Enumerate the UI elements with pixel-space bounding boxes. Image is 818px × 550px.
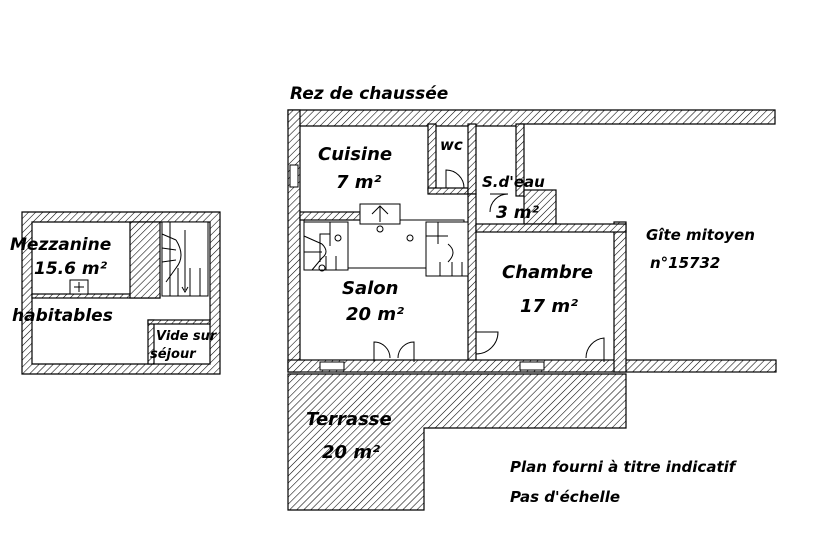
- mezzanine-label: Mezzanine: [10, 235, 111, 255]
- stair-arrow-mezzanine: [181, 230, 189, 293]
- chambre-top-wall: [475, 223, 627, 233]
- mezzanine-partition-side: [129, 221, 161, 299]
- cuisine-bottom-right: [427, 187, 469, 195]
- mezzanine-plan: [21, 211, 221, 375]
- neighbor-line2: n°15732: [650, 254, 720, 272]
- terrasse-area: [287, 373, 627, 511]
- stair-arrow-salon: [319, 233, 330, 262]
- sdeau-right-wall: [515, 123, 525, 197]
- terrasse-area-label: 20 m²: [322, 442, 380, 463]
- chambre-exterior-door: [585, 337, 605, 362]
- salon-french-doors: [373, 341, 415, 362]
- bottom-right-wall: [619, 359, 777, 373]
- sdeau-label: S.d'eau: [482, 173, 545, 191]
- sdeau-door: [489, 193, 509, 213]
- salon-window: [319, 361, 345, 371]
- mezzanine-stair-steps: [161, 222, 201, 296]
- chambre-right-wall: [613, 221, 627, 373]
- ground-floor-plan: [287, 109, 777, 373]
- chambre-label: Chambre: [502, 262, 593, 283]
- sdeau-area: 3 m²: [496, 203, 539, 223]
- salon-stair-steps: [303, 222, 337, 271]
- mezzanine-note: habitables: [12, 306, 113, 326]
- terrasse-label: Terrasse: [306, 409, 392, 430]
- salon-stair-right: [425, 221, 469, 277]
- chambre-door: [475, 331, 499, 355]
- cuisine-area: 7 m²: [336, 172, 382, 193]
- top-wall: [287, 109, 776, 127]
- vide-line2: séjour: [150, 347, 197, 362]
- note-line2: Pas d'échelle: [510, 488, 620, 506]
- wc-label: wc: [440, 136, 463, 154]
- wc-right-wall: [467, 123, 477, 195]
- salon-area: 20 m²: [346, 304, 404, 325]
- vide-line1: Vide sur: [156, 329, 218, 344]
- sdeau-box-wall: [523, 189, 557, 225]
- neighbor-line1: Gîte mitoyen: [646, 226, 755, 244]
- chambre-area: 17 m²: [520, 296, 578, 317]
- note-line1: Plan fourni à titre indicatif: [510, 458, 738, 476]
- floor-title: Rez de chaussée: [290, 84, 448, 104]
- salon-label: Salon: [342, 278, 398, 299]
- salon-chambre-wall: [467, 193, 477, 361]
- mezzanine-area: 15.6 m²: [34, 259, 108, 279]
- vide-box-top: [147, 319, 211, 325]
- wc-door: [445, 169, 465, 189]
- cuisine-label: Cuisine: [318, 144, 392, 165]
- left-wall: [287, 109, 301, 373]
- cuisine-window: [289, 164, 299, 188]
- cuisine-right-wall: [427, 123, 437, 191]
- chambre-window: [519, 361, 545, 371]
